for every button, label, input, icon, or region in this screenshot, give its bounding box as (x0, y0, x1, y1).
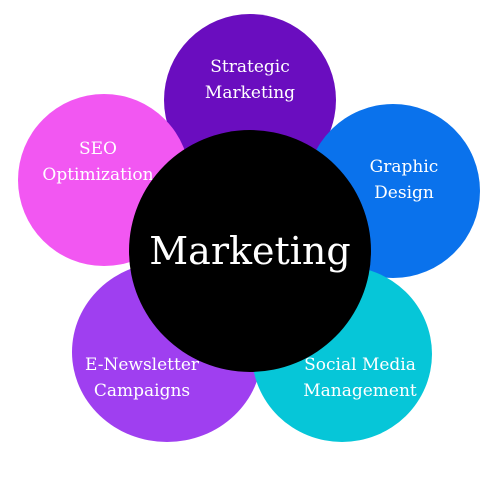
petal-strategic-marketing-label: Strategic Marketing (204, 57, 296, 103)
center-hub-label: Marketing (149, 229, 351, 273)
petal-e-newsletter-campaigns-label: E-Newsletter Campaigns (84, 355, 200, 401)
center-hub: Marketing (129, 130, 371, 372)
petal-seo-optimization-label: SEO Optimization (42, 139, 154, 185)
petal-social-media-management-label: Social Media Management (303, 355, 417, 401)
petal-graphic-design-label: Graphic Design (369, 157, 439, 203)
